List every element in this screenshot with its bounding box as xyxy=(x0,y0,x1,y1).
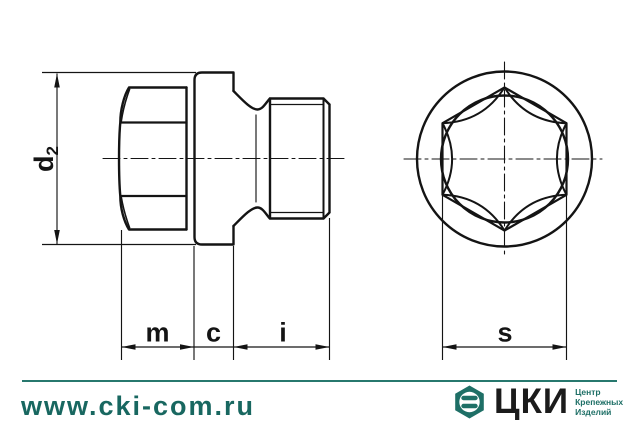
neck-outline-top xyxy=(232,89,271,111)
arrow-i-right xyxy=(315,344,330,350)
hex-nut-icon xyxy=(455,385,484,419)
hex-icon-hole xyxy=(459,391,480,413)
arrow-s-left xyxy=(442,344,457,350)
logo-tagline: Центр Крепежных Изделий xyxy=(575,387,623,417)
hex-chamfer-arc-bottom xyxy=(120,195,131,229)
footer-divider-rule xyxy=(22,380,617,383)
side-view xyxy=(102,71,346,246)
hexagon-face-arcs xyxy=(441,86,568,232)
neck-outline-bottom xyxy=(232,206,271,228)
thread-outline xyxy=(268,97,331,220)
label-d2: d2 xyxy=(29,146,62,172)
hex-icon-bar-top xyxy=(461,395,478,401)
hex-chamfer-arc-top xyxy=(120,88,131,123)
logo-tagline-line-3: Изделий xyxy=(575,406,612,417)
hex-head-outline xyxy=(117,86,188,231)
hex-icon-bar-bottom xyxy=(461,403,478,409)
collar-outer-circle xyxy=(415,70,594,248)
label-c: c xyxy=(206,318,221,348)
arrow-m-right xyxy=(180,344,194,350)
label-m: m xyxy=(145,318,169,348)
dimension-arrowheads xyxy=(54,73,567,350)
logo-tagline-line-1: Центр xyxy=(575,386,601,397)
flange-outline xyxy=(193,71,235,246)
logo-tagline-line-2: Крепежных xyxy=(575,396,624,407)
website-url: www.cki-com.ru xyxy=(21,391,256,421)
arrow-s-right xyxy=(552,344,567,350)
cki-logo: ЦКИ Центр Крепежных Изделий xyxy=(453,384,623,419)
label-s: s xyxy=(497,318,512,348)
front-view xyxy=(403,61,603,257)
arrow-d2-up xyxy=(54,73,60,88)
arrow-d2-down xyxy=(54,230,60,244)
hex-chamfer-circle xyxy=(439,94,570,224)
arrow-i-left xyxy=(233,344,248,350)
arrow-m-left xyxy=(121,344,136,350)
label-i: i xyxy=(279,318,287,348)
dimensions xyxy=(42,71,568,360)
logo-name: ЦКИ xyxy=(494,381,570,421)
